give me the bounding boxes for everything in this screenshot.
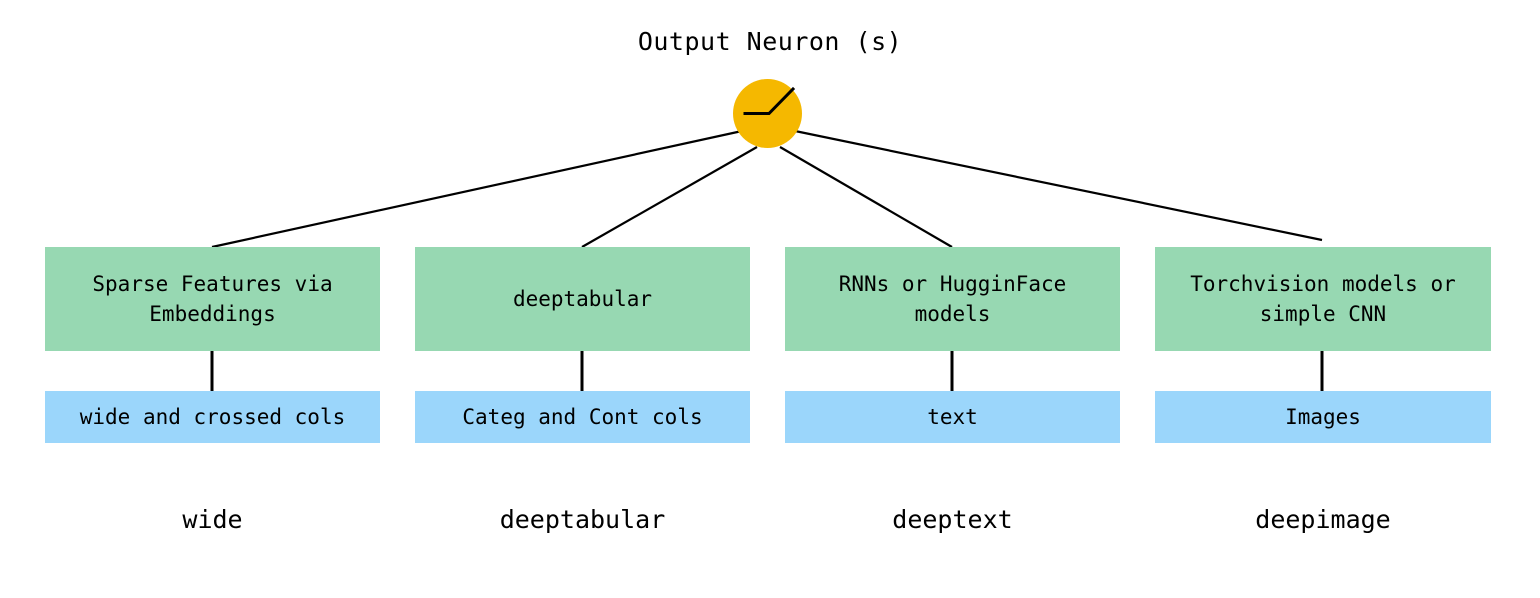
column-wide: Sparse Features via Embeddings wide and … bbox=[45, 247, 380, 535]
data-box-wide[interactable]: wide and crossed cols bbox=[45, 391, 380, 443]
model-box-deeptabular[interactable]: deeptabular bbox=[415, 247, 750, 351]
relu-activation-icon bbox=[743, 86, 796, 115]
component-label-deepimage: deepimage bbox=[1255, 505, 1391, 534]
component-label-deeptabular: deeptabular bbox=[499, 505, 666, 534]
output-neuron-icon bbox=[733, 79, 802, 148]
component-label-deeptext: deeptext bbox=[892, 505, 1013, 534]
model-box-deeptext[interactable]: RNNs or HugginFace models bbox=[785, 247, 1120, 351]
model-box-wide[interactable]: Sparse Features via Embeddings bbox=[45, 247, 380, 351]
edge-neuron-to-deeptext bbox=[779, 146, 953, 248]
data-box-deeptext[interactable]: text bbox=[785, 391, 1120, 443]
page-title: Output Neuron (s) bbox=[637, 27, 903, 56]
column-deeptext: RNNs or HugginFace models text deeptext bbox=[785, 247, 1120, 535]
data-box-deepimage[interactable]: Images bbox=[1155, 391, 1491, 443]
component-label-wide: wide bbox=[182, 505, 243, 534]
column-deepimage: Torchvision models or simple CNN Images … bbox=[1155, 247, 1491, 535]
edge-neuron-to-wide bbox=[211, 129, 743, 249]
data-box-deeptabular[interactable]: Categ and Cont cols bbox=[415, 391, 750, 443]
edge-neuron-to-deeptabular bbox=[581, 146, 758, 248]
edge-neuron-to-deepimage bbox=[794, 129, 1323, 242]
column-deeptabular: deeptabular Categ and Cont cols deeptabu… bbox=[415, 247, 750, 535]
model-box-deepimage[interactable]: Torchvision models or simple CNN bbox=[1155, 247, 1491, 351]
